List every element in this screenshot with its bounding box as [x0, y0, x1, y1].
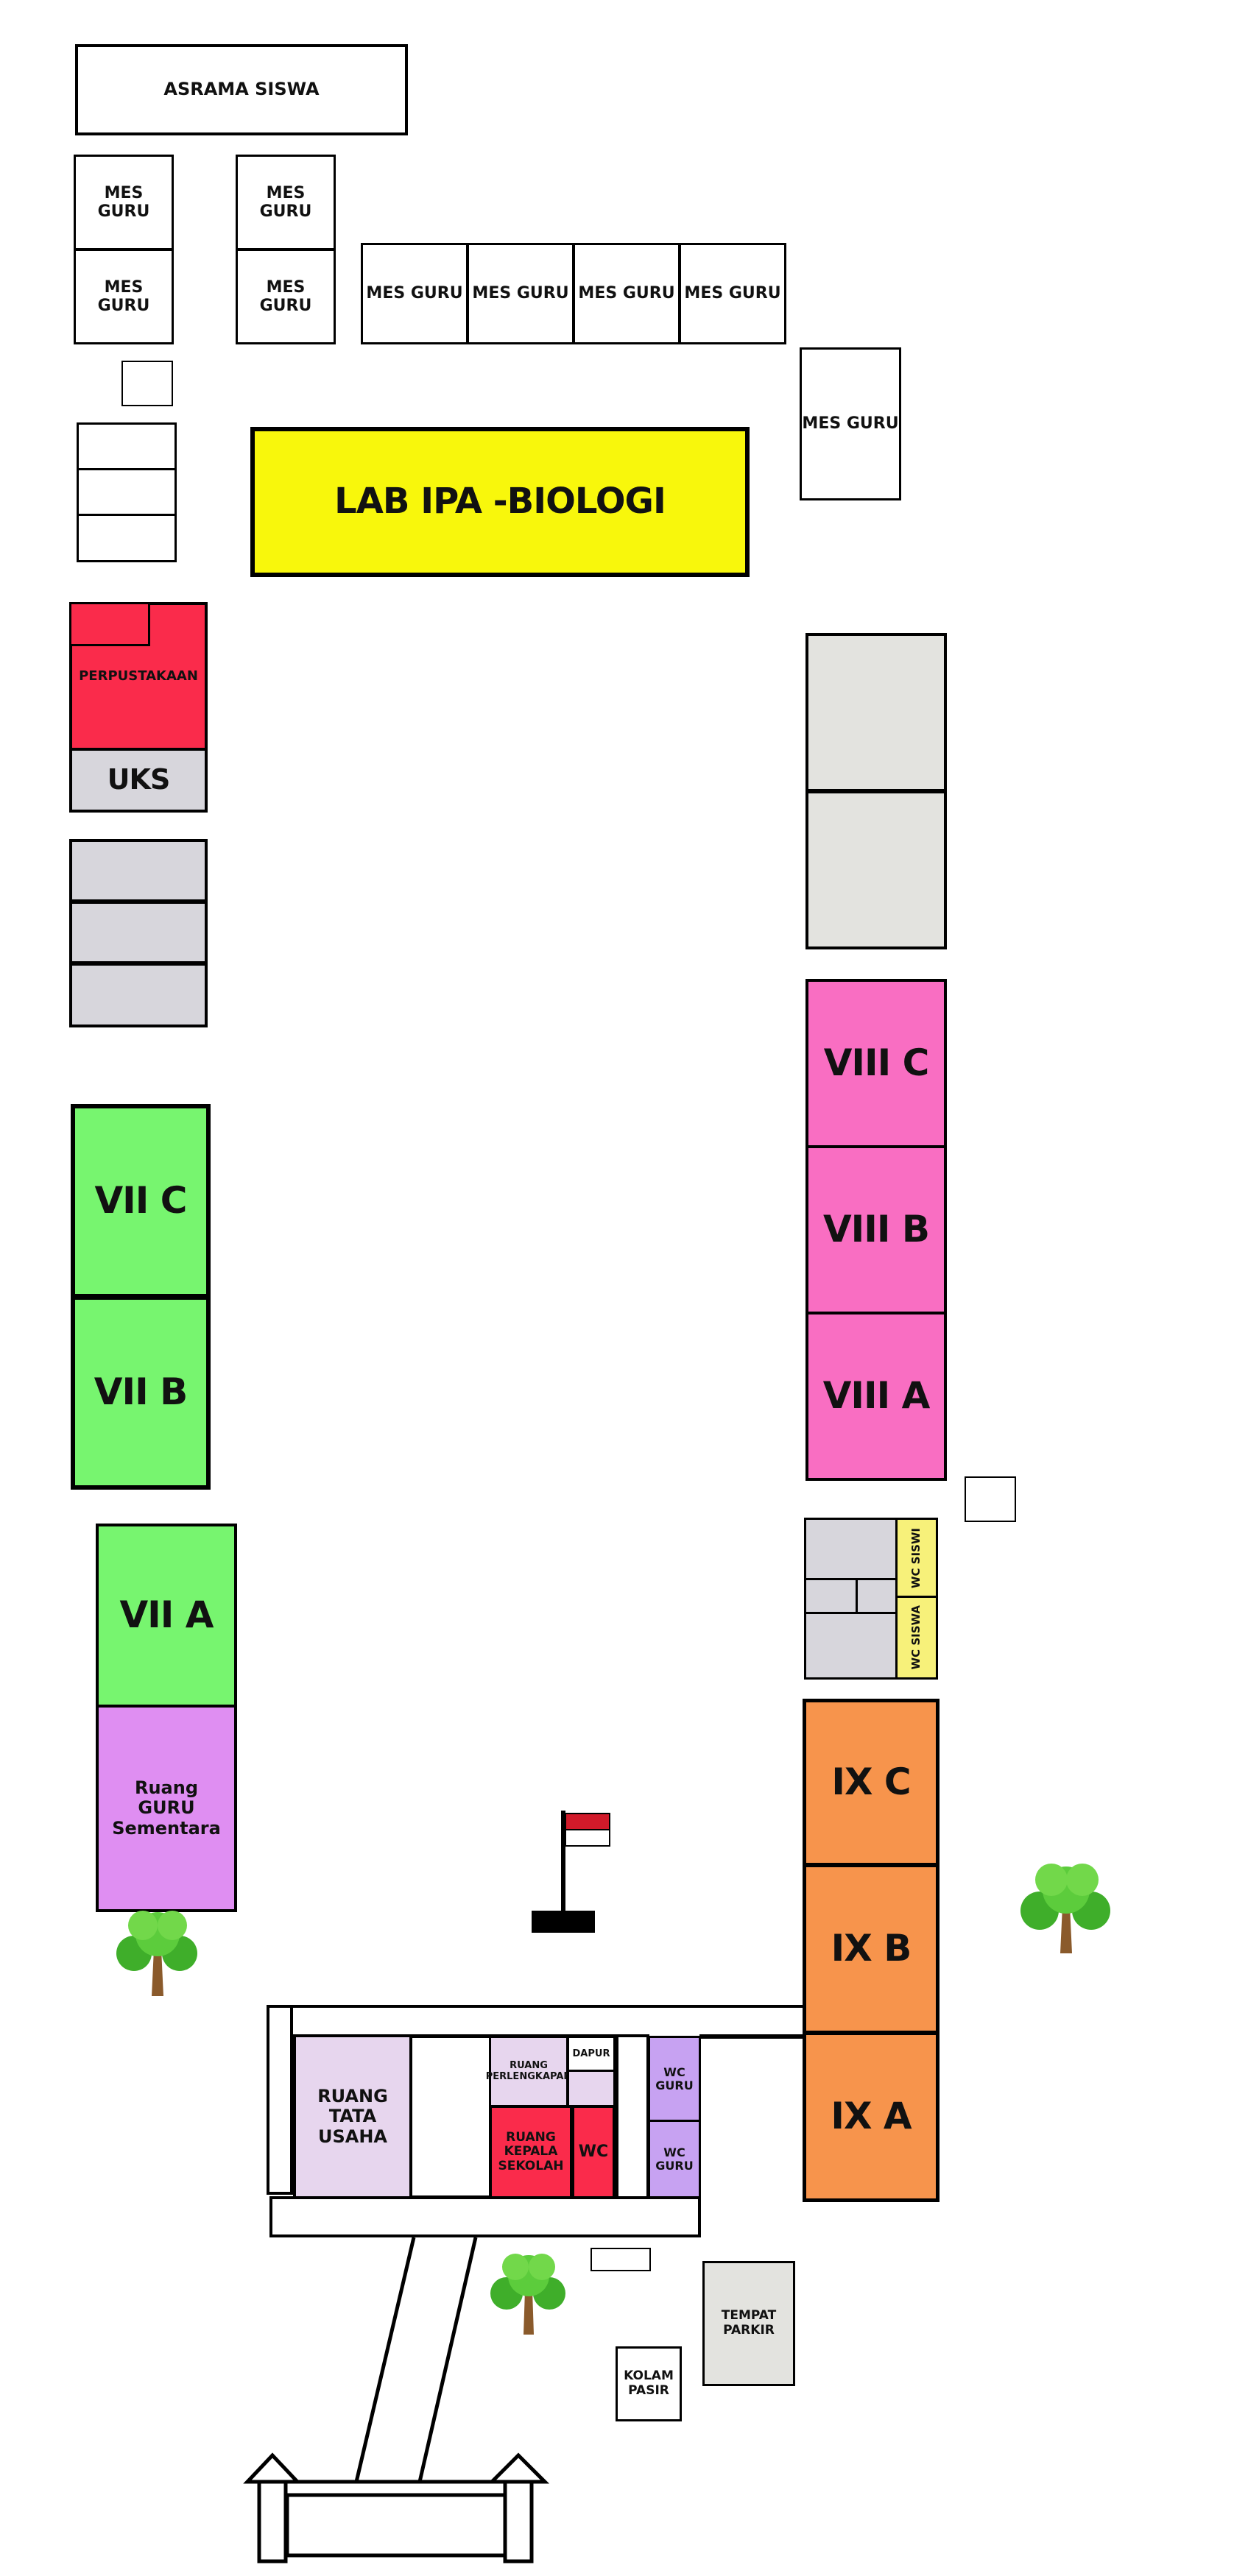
wc-guru-label: WC GURU [655, 2064, 694, 2092]
kelas-ix-b: IX B [803, 1864, 939, 2034]
mes-guru-label: MES GURU [97, 183, 150, 221]
dapur-annex [567, 2070, 616, 2108]
tree-icon [116, 1911, 197, 1996]
unlabeled-room [77, 514, 177, 562]
ruang-guru-sementara: Ruang GURU Sementara [96, 1705, 237, 1912]
flag-icon [532, 1811, 610, 1933]
mes-guru-6: MES GURU [467, 243, 574, 344]
mes-guru-label: MES GURU [578, 284, 675, 303]
asrama-siswa-label: ASRAMA SISWA [163, 79, 320, 100]
kelas-vii-c: VII C [71, 1104, 211, 1298]
wc-siswa: WC SISWA [895, 1596, 938, 1680]
mes-guru-2: MES GURU [74, 249, 174, 344]
kelas-viii-a: VIII A [805, 1312, 947, 1481]
unlabeled-room [69, 901, 208, 964]
ruang-kepala-sekolah: RUANG KEPALA SEKOLAH [489, 2105, 573, 2199]
lab-ipa-biologi: LAB IPA -BIOLOGI [250, 427, 750, 577]
ruang-guru-label: Ruang GURU Sementara [112, 1777, 221, 1839]
mes-guru-label: MES GURU [259, 183, 312, 221]
wc-label: WC [578, 2142, 609, 2162]
office-front-terrace [269, 2196, 701, 2237]
walkway [354, 2237, 478, 2483]
kelas-vii-a: VII A [96, 1524, 237, 1708]
unlabeled-room [69, 963, 208, 1027]
ix-c-label: IX C [831, 1761, 911, 1804]
mes-guru-9: MES GURU [800, 347, 901, 500]
ruang-tata-usaha-label: RUANG TATA USAHA [317, 2085, 388, 2147]
mes-guru-8: MES GURU [679, 243, 786, 344]
ruang-kepala-sekolah-label: RUANG KEPALA SEKOLAH [498, 2129, 564, 2173]
mes-guru-label: MES GURU [684, 284, 781, 303]
viii-c-label: VIII C [823, 1041, 930, 1085]
vii-b-label: VII B [94, 1370, 188, 1414]
ix-a-label: IX A [831, 2095, 912, 2138]
kelas-viii-c: VIII C [805, 979, 947, 1148]
vii-c-label: VII C [94, 1179, 187, 1222]
mes-guru-3: MES GURU [236, 155, 336, 250]
small-structure [590, 2248, 651, 2271]
unlabeled-room [805, 790, 947, 949]
uks: UKS [69, 748, 208, 813]
tree-icon [490, 2254, 565, 2335]
mes-guru-label: MES GURU [802, 414, 899, 434]
viii-b-label: VIII B [822, 1208, 930, 1251]
mes-guru-label: MES GURU [366, 284, 463, 303]
dapur-label: DAPUR [572, 2048, 610, 2059]
small-structure [965, 1476, 1016, 1522]
lab-ipa-label: LAB IPA -BIOLOGI [334, 481, 666, 523]
perpustakaan-annex [69, 602, 150, 646]
mes-guru-label: MES GURU [472, 284, 569, 303]
wc-siswi: WC SISWI [895, 1518, 938, 1599]
uks-label: UKS [107, 763, 171, 796]
kelas-vii-b: VII B [71, 1295, 211, 1490]
kelas-ix-a: IX A [803, 2031, 939, 2202]
wc-guru-label: WC GURU [655, 2145, 694, 2173]
viii-a-label: VIII A [822, 1374, 931, 1418]
ruang-perlengkapan-label: RUANG PERLENGKAPAN [485, 2060, 572, 2082]
asrama-siswa: ASRAMA SISWA [75, 44, 408, 135]
mes-guru-4: MES GURU [236, 249, 336, 344]
gate [243, 2452, 550, 2563]
wc-kepala: WC [571, 2105, 616, 2199]
office-edge [699, 2034, 805, 2037]
ruang-tata-usaha: RUANG TATA USAHA [293, 2034, 412, 2199]
perpustakaan-label: PERPUSTAKAAN [79, 668, 198, 684]
mes-guru-7: MES GURU [573, 243, 680, 344]
tree-icon [1020, 1864, 1110, 1953]
unlabeled-room [805, 633, 947, 792]
tempat-parkir: TEMPAT PARKIR [702, 2261, 795, 2386]
kolam-pasir-label: KOLAM PASIR [624, 2368, 674, 2398]
wc-guru-1: WC GURU [648, 2036, 701, 2123]
ix-b-label: IX B [831, 1927, 912, 1970]
office-corridor [290, 2005, 805, 2039]
tempat-parkir-label: TEMPAT PARKIR [721, 2308, 777, 2338]
office-wall [267, 2005, 293, 2195]
mes-guru-label: MES GURU [259, 277, 312, 315]
small-structure [121, 361, 173, 406]
toilet-room [804, 1612, 898, 1680]
mes-guru-label: MES GURU [97, 277, 150, 315]
kolam-pasir: KOLAM PASIR [616, 2346, 682, 2421]
vii-a-label: VII A [119, 1593, 214, 1637]
